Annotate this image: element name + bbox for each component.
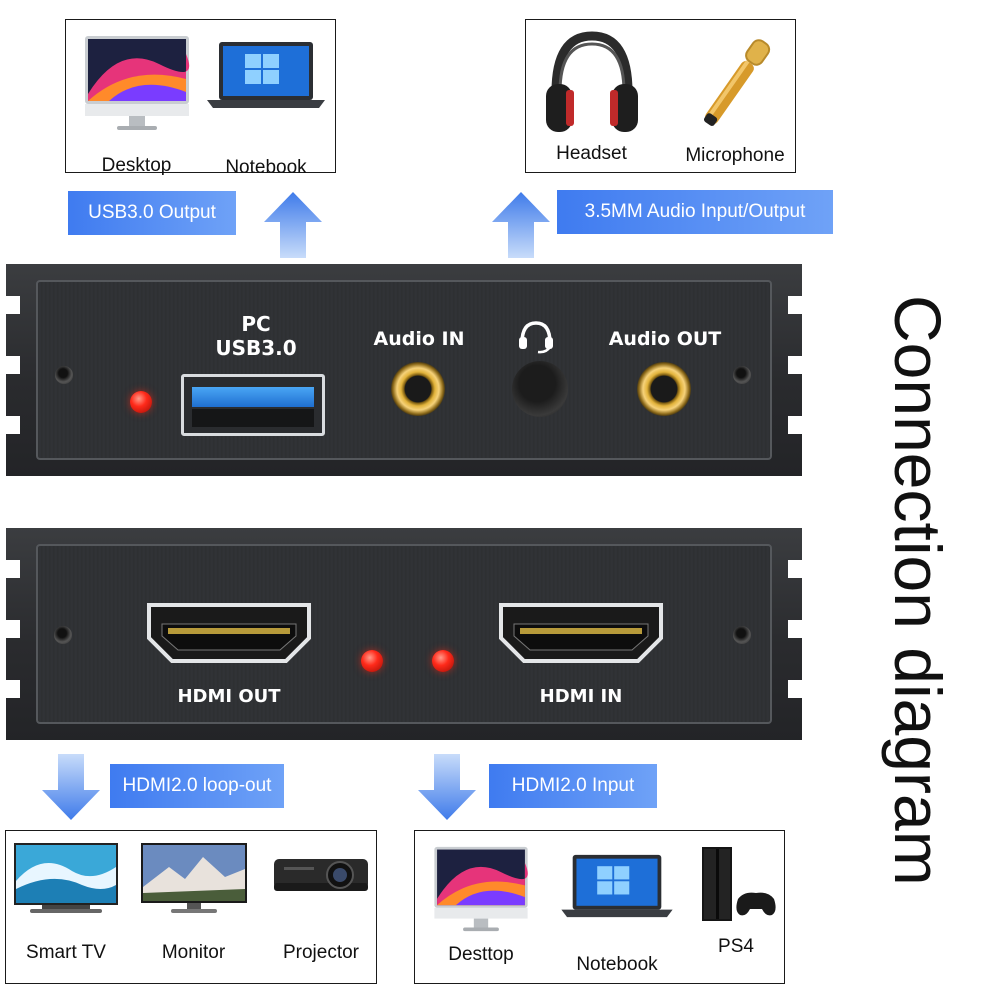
device-microphone: Microphone	[676, 28, 794, 167]
notebook-icon	[561, 854, 673, 918]
headset-jack[interactable]	[512, 361, 568, 417]
device-label: Desttop	[448, 944, 514, 965]
device-headset: Headset	[534, 30, 649, 165]
device-panel-bottom: HDMI OUT HDMI IN	[6, 528, 802, 740]
source-devices-box: Desttop Notebook PS4	[414, 830, 785, 984]
notebook-icon	[207, 42, 325, 108]
desktop-icon	[84, 36, 189, 130]
up-arrow-icon	[492, 192, 550, 258]
hdmi-out-label: HDMI OUT	[177, 686, 281, 707]
display-devices-box: Smart TV Monitor Projector	[5, 830, 377, 984]
screw-icon	[733, 626, 751, 644]
usb-port[interactable]	[181, 374, 325, 436]
power-led	[130, 391, 152, 413]
diagram-title: Connection diagram	[881, 295, 955, 886]
audio-out-jack[interactable]	[637, 362, 691, 416]
status-led	[432, 650, 454, 672]
projector-icon	[274, 859, 368, 891]
usb-output-tag: USB3.0 Output	[68, 191, 236, 235]
device-label: Microphone	[685, 145, 785, 166]
device-label: Smart TV	[26, 942, 106, 963]
device-desktop: Desktop	[74, 34, 199, 177]
device-label: Projector	[282, 942, 360, 963]
headset-icon	[545, 31, 638, 132]
usb-label: USB3.0	[215, 336, 297, 360]
down-arrow-icon	[42, 754, 100, 820]
device-projector: Projector	[268, 853, 374, 964]
device-ps4: PS4	[691, 843, 781, 958]
screw-icon	[54, 626, 72, 644]
device-monitor: Monitor	[136, 841, 251, 964]
desktop-icon	[434, 846, 528, 932]
audio-devices-box: Headset Microphone	[525, 19, 796, 173]
device-panel-top: PC USB3.0 Audio IN Audio OUT	[6, 264, 802, 476]
status-led	[361, 650, 383, 672]
audio-io-tag: 3.5MM Audio Input/Output	[557, 190, 833, 234]
device-label: Notebook	[576, 954, 658, 975]
hdmi-out-port[interactable]	[146, 602, 312, 664]
pc-label: PC	[241, 312, 271, 336]
hdmi-input-tag: HDMI2.0 Input	[489, 764, 657, 808]
audio-in-label: Audio IN	[373, 328, 465, 350]
device-label: Headset	[556, 143, 627, 164]
device-notebook: Notebook	[201, 40, 331, 179]
hdmi-in-port[interactable]	[498, 602, 664, 664]
hdmi-in-label: HDMI IN	[539, 686, 623, 707]
up-arrow-icon	[264, 192, 322, 258]
device-label: Desktop	[101, 155, 172, 176]
tv-icon	[14, 843, 118, 913]
monitor-icon	[140, 843, 247, 913]
device-label: Notebook	[225, 157, 307, 178]
screw-icon	[733, 366, 751, 384]
ps4-icon	[702, 847, 776, 921]
device-desktop: Desttop	[425, 845, 537, 966]
device-smart-tv: Smart TV	[10, 841, 122, 964]
device-notebook: Notebook	[555, 853, 679, 976]
headset-icon	[519, 321, 553, 354]
hdmi-loop-tag: HDMI2.0 loop-out	[110, 764, 284, 808]
audio-in-jack[interactable]	[391, 362, 445, 416]
device-label: Monitor	[161, 942, 226, 963]
device-label: PS4	[718, 936, 754, 957]
microphone-icon	[703, 39, 771, 126]
screw-icon	[55, 366, 73, 384]
down-arrow-icon	[418, 754, 476, 820]
pc-devices-box: Desktop Notebook	[65, 19, 336, 178]
audio-out-label: Audio OUT	[608, 328, 722, 350]
